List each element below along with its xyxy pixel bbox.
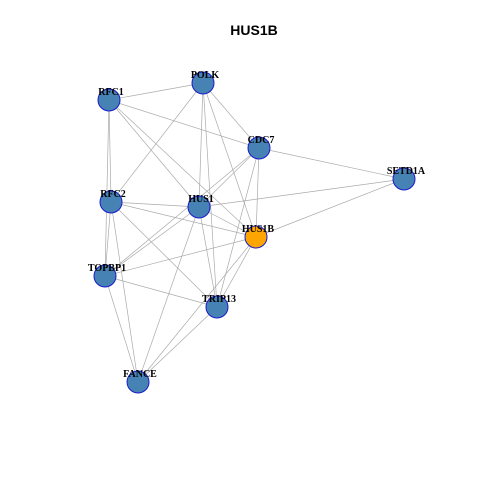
edge-hus1b-fance <box>137 236 257 383</box>
edge-topbp1-fance <box>104 275 139 383</box>
node-circle-cdc7 <box>247 136 271 160</box>
edge-layer <box>104 82 405 383</box>
diagram-title: HUS1B <box>230 22 277 38</box>
node-rfc1: RFC1 <box>97 87 124 112</box>
node-circle-rfc1 <box>97 88 121 112</box>
edge-rfc1-rfc2 <box>108 99 112 203</box>
node-circle-topbp1 <box>93 264 117 288</box>
edge-rfc1-polk <box>108 82 204 101</box>
node-label-rfc1: RFC1 <box>98 87 124 98</box>
edge-rfc1-hus1b <box>108 99 257 238</box>
edge-setd1a-hus1 <box>198 178 405 208</box>
edge-hus1-trip13 <box>198 206 218 308</box>
edge-rfc2-trip13 <box>110 201 218 308</box>
node-hus1: HUS1 <box>187 194 214 219</box>
edge-rfc1-topbp1 <box>104 99 110 277</box>
node-label-setd1a: SETD1A <box>387 166 426 177</box>
edge-rfc2-hus1b <box>110 201 257 238</box>
edge-rfc1-cdc7 <box>108 99 260 149</box>
node-label-hus1: HUS1 <box>188 194 214 205</box>
node-label-cdc7: CDC7 <box>248 135 275 146</box>
edge-topbp1-trip13 <box>104 275 218 308</box>
edge-rfc2-fance <box>110 201 139 383</box>
node-polk: POLK <box>191 70 220 95</box>
node-cdc7: CDC7 <box>247 135 275 160</box>
node-setd1a: SETD1A <box>387 166 426 191</box>
edge-hus1-topbp1 <box>104 206 200 277</box>
node-hus1b: HUS1B <box>242 224 275 249</box>
node-circle-hus1b <box>244 225 268 249</box>
node-fance: FANCE <box>123 369 157 394</box>
node-circle-rfc2 <box>99 190 123 214</box>
node-label-hus1b: HUS1B <box>242 224 275 235</box>
edge-polk-rfc2 <box>110 82 204 203</box>
edge-polk-trip13 <box>202 82 218 308</box>
node-label-trip13: TRIP13 <box>202 294 236 305</box>
edge-cdc7-setd1a <box>258 147 405 180</box>
node-circle-trip13 <box>205 295 229 319</box>
edge-cdc7-hus1b <box>255 147 260 238</box>
edge-hus1b-trip13 <box>216 236 257 308</box>
edge-polk-hus1b <box>202 82 257 238</box>
edge-rfc1-hus1 <box>108 99 200 208</box>
edge-hus1b-topbp1 <box>104 236 257 277</box>
edge-rfc2-hus1 <box>110 201 200 208</box>
edge-cdc7-topbp1 <box>104 147 260 277</box>
node-label-polk: POLK <box>191 70 220 81</box>
edge-trip13-fance <box>137 306 218 383</box>
node-label-fance: FANCE <box>123 369 157 380</box>
node-trip13: TRIP13 <box>202 294 236 319</box>
edge-polk-hus1 <box>198 82 204 208</box>
edge-cdc7-hus1 <box>198 147 260 208</box>
edge-hus1-fance <box>137 206 200 383</box>
node-rfc2: RFC2 <box>99 189 126 214</box>
edge-rfc2-topbp1 <box>104 201 112 277</box>
node-label-rfc2: RFC2 <box>100 189 126 200</box>
node-circle-fance <box>126 370 150 394</box>
node-circle-polk <box>191 71 215 95</box>
edge-polk-cdc7 <box>202 82 260 149</box>
node-topbp1: TOPBP1 <box>88 263 126 288</box>
edge-setd1a-hus1b <box>255 178 405 238</box>
node-circle-setd1a <box>392 167 416 191</box>
node-circle-hus1 <box>187 195 211 219</box>
node-label-topbp1: TOPBP1 <box>88 263 126 274</box>
